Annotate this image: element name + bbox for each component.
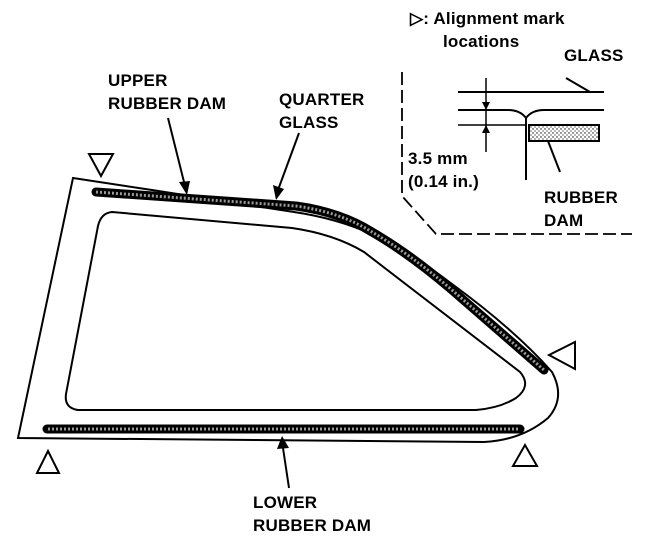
upper-rubber-dam-label-line1: UPPER — [108, 71, 168, 90]
legend-triangle-icon: ▷ — [410, 9, 424, 28]
lower-rubber-dam-label-line2: RUBBER DAM — [253, 516, 372, 535]
quarter-glass-label-line2: GLASS — [279, 113, 339, 132]
detail-rubber-dam-label-line1: RUBBER — [544, 188, 618, 207]
alignment-mark-bottom-left-icon — [35, 448, 61, 474]
lower-rubber-dam-label-line1: LOWER — [253, 493, 318, 512]
alignment-mark-top-left-icon — [87, 153, 115, 179]
detail-glass-label: GLASS — [564, 46, 624, 65]
alignment-mark-bottom-right-icon — [511, 442, 539, 467]
legend-text-line2: locations — [443, 32, 520, 51]
upper-rubber-dam-arrowhead — [179, 181, 190, 195]
lower-rubber-dam-arrowhead — [277, 436, 289, 449]
detail-rubber-dam-leader — [547, 140, 561, 173]
detail-dimension-arrow-down — [482, 102, 490, 110]
lower-rubber-dam-leader — [282, 447, 290, 489]
quarter-glass-label-line1: QUARTER — [279, 90, 365, 109]
quarter-glass-arrowhead — [273, 185, 284, 200]
detail-glass-bottom-line — [458, 109, 604, 120]
detail-rubber-dam-label-line2: DAM — [544, 211, 584, 230]
legend-text-line1: : Alignment mark — [423, 9, 565, 28]
detail-dimension-in: (0.14 in.) — [408, 172, 479, 191]
upper-rubber-dam-label-line2: RUBBER DAM — [108, 94, 227, 113]
detail-box-border — [401, 72, 632, 235]
legend-line1: ▷: Alignment mark — [410, 8, 565, 29]
upper-rubber-dam-leader — [167, 117, 186, 187]
alignment-mark-right-icon — [546, 340, 576, 371]
detail-dimension-mm: 3.5 mm — [408, 149, 468, 168]
detail-dimension-arrow-up — [482, 125, 490, 133]
quarter-glass-leader — [277, 132, 300, 191]
detail-rubber-dam-block — [528, 124, 600, 142]
quarter-glass-inner-opening — [64, 210, 527, 411]
detail-glass-leader — [565, 77, 591, 93]
upper-rubber-dam-inner — [95, 190, 545, 372]
